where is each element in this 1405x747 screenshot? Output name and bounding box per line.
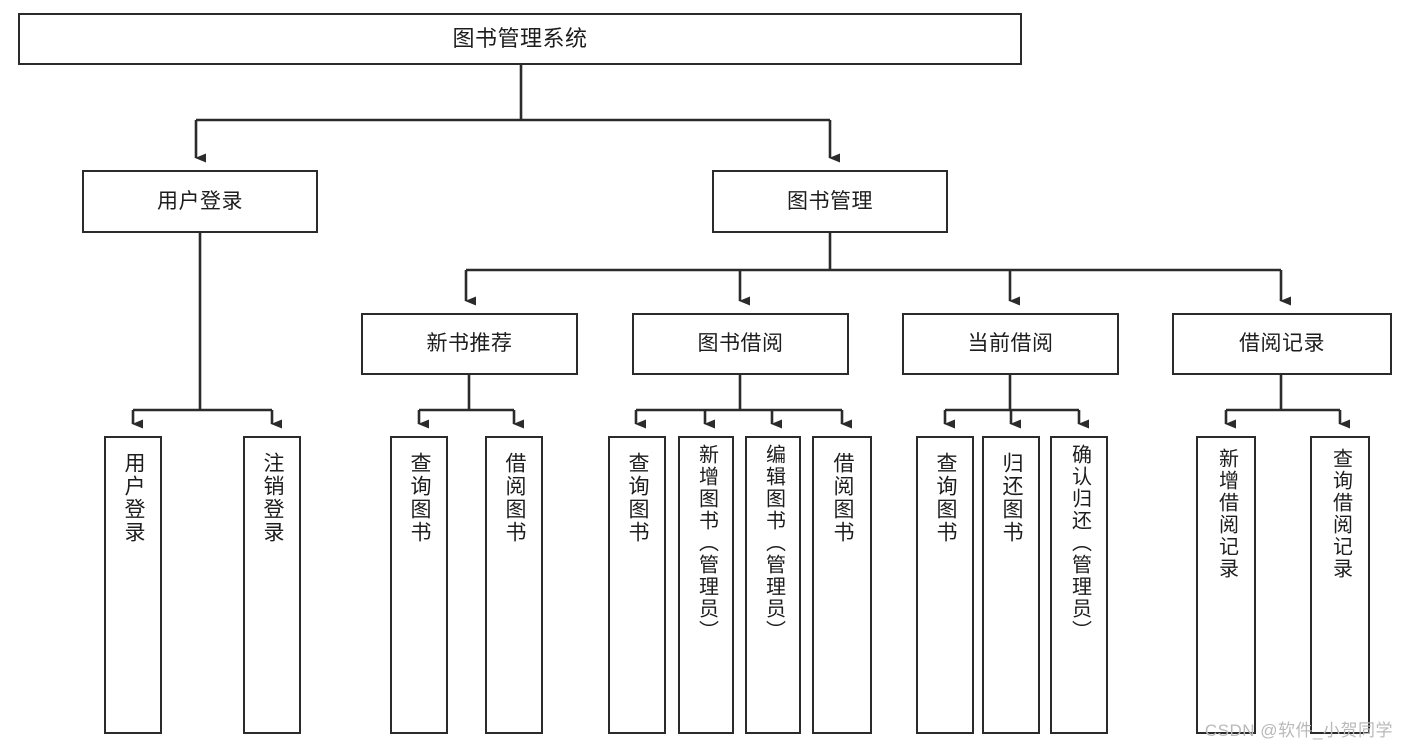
- node-leaf-query-record-label: 查询借阅记录: [1329, 448, 1352, 580]
- node-leaf-add-book-label: 新增图书（管理员）: [695, 444, 718, 642]
- node-leaf-logout[interactable]: 注销登录: [243, 436, 301, 734]
- node-new-book-recommend-label: 新书推荐: [426, 332, 513, 356]
- node-root-label: 图书管理系统: [452, 25, 588, 51]
- node-leaf-user-login-label: 用户登录: [122, 452, 146, 544]
- node-leaf-confirm-return-label: 确认归还（管理员）: [1068, 444, 1091, 642]
- node-leaf-return-book[interactable]: 归还图书: [982, 436, 1040, 734]
- csdn-watermark: CSDN @软件_小贺同学: [1204, 721, 1393, 740]
- node-leaf-borrow-book-1[interactable]: 借阅图书: [485, 436, 543, 734]
- node-user-login-label: 用户登录: [157, 189, 243, 213]
- node-leaf-query-book-2-label: 查询图书: [626, 452, 650, 544]
- node-borrow-record[interactable]: 借阅记录: [1172, 313, 1392, 375]
- node-book-manage[interactable]: 图书管理: [712, 170, 948, 233]
- node-user-login[interactable]: 用户登录: [82, 170, 318, 233]
- node-leaf-borrow-book-2[interactable]: 借阅图书: [812, 436, 872, 734]
- node-leaf-confirm-return[interactable]: 确认归还（管理员）: [1050, 436, 1108, 734]
- node-leaf-add-book[interactable]: 新增图书（管理员）: [678, 436, 734, 734]
- node-new-book-recommend[interactable]: 新书推荐: [361, 313, 578, 375]
- node-current-borrow[interactable]: 当前借阅: [902, 313, 1119, 375]
- node-leaf-edit-book-label: 编辑图书（管理员）: [762, 444, 785, 642]
- node-leaf-logout-label: 注销登录: [261, 452, 285, 544]
- node-leaf-query-book-2[interactable]: 查询图书: [608, 436, 666, 734]
- node-leaf-user-login[interactable]: 用户登录: [104, 436, 162, 734]
- node-leaf-add-record[interactable]: 新增借阅记录: [1196, 436, 1256, 734]
- node-leaf-add-record-label: 新增借阅记录: [1215, 448, 1238, 580]
- node-root[interactable]: 图书管理系统: [18, 13, 1022, 65]
- node-leaf-query-book-1-label: 查询图书: [408, 452, 432, 544]
- node-book-borrow[interactable]: 图书借阅: [632, 313, 849, 375]
- node-leaf-query-book-3[interactable]: 查询图书: [916, 436, 974, 734]
- node-leaf-query-book-1[interactable]: 查询图书: [390, 436, 448, 734]
- node-borrow-record-label: 借阅记录: [1239, 332, 1325, 356]
- node-book-borrow-label: 图书借阅: [697, 332, 784, 356]
- node-leaf-edit-book[interactable]: 编辑图书（管理员）: [745, 436, 801, 734]
- node-current-borrow-label: 当前借阅: [967, 332, 1054, 356]
- node-leaf-query-record[interactable]: 查询借阅记录: [1310, 436, 1370, 734]
- node-book-manage-label: 图书管理: [787, 189, 873, 213]
- node-leaf-borrow-book-2-label: 借阅图书: [831, 452, 855, 544]
- node-leaf-borrow-book-1-label: 借阅图书: [503, 452, 527, 544]
- node-leaf-query-book-3-label: 查询图书: [934, 452, 958, 544]
- node-leaf-return-book-label: 归还图书: [1000, 452, 1024, 544]
